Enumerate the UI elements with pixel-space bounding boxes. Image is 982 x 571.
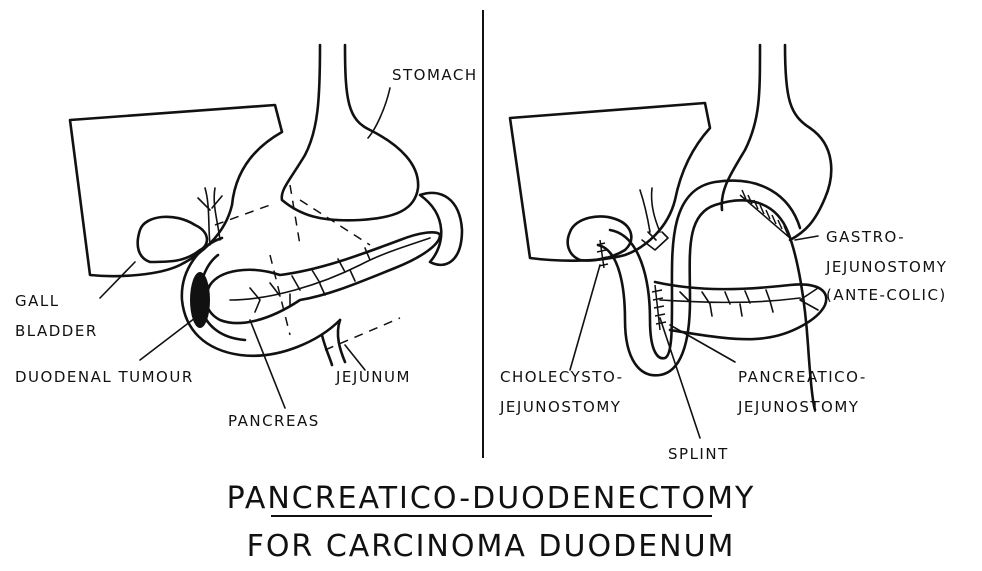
bile-duct-left xyxy=(198,188,222,245)
stomach-outline-right xyxy=(722,45,832,240)
label-duodenal-tumour: DUODENAL TUMOUR xyxy=(15,368,194,386)
pancreatic-duct-left xyxy=(230,238,430,312)
label-panc-2: JEJUNOSTOMY xyxy=(737,398,859,416)
bile-duct-right xyxy=(640,188,668,250)
resection-line-2 xyxy=(290,185,300,245)
leader-splint xyxy=(660,318,700,438)
label-chole-2: JEJUNOSTOMY xyxy=(499,398,621,416)
pancreatic-duct-right xyxy=(660,290,800,316)
label-chole-1: CHOLECYSTO- xyxy=(500,368,624,386)
label-bladder: BLADDER xyxy=(15,322,98,340)
pancreatico-jejunostomy-suture xyxy=(652,285,666,330)
cholecysto-jejunostomy-suture xyxy=(597,240,608,268)
title-line-1: PANCREATICO-DUODENECTOMY xyxy=(227,481,756,516)
leader-gall-bladder xyxy=(100,262,135,298)
leader-cholecysto xyxy=(570,265,600,370)
label-panc-1: PANCREATICO- xyxy=(738,368,867,386)
resection-line-1 xyxy=(215,205,270,225)
leader-pancreas xyxy=(250,320,285,408)
leader-gastro xyxy=(795,236,818,240)
label-gastro-3: (ANTE-COLIC) xyxy=(826,286,947,304)
label-jejunum: JEJUNUM xyxy=(335,368,411,386)
resection-line-3 xyxy=(300,200,370,245)
label-splint: SPLINT xyxy=(668,445,729,463)
leader-jejunum xyxy=(345,345,365,370)
title-line-2: FOR CARCINOMA DUODENUM xyxy=(247,529,736,564)
liver-outline-left xyxy=(70,105,282,276)
label-gastro-1: GASTRO- xyxy=(826,228,905,246)
label-stomach: STOMACH xyxy=(392,66,478,84)
label-gall: GALL xyxy=(15,292,60,310)
gall-bladder-right xyxy=(568,216,632,260)
leader-duodenal-tumour xyxy=(140,318,195,360)
label-gastro-2: JEJUNOSTOMY xyxy=(825,258,947,276)
spleen-outline xyxy=(420,193,462,265)
liver-outline-right xyxy=(510,103,710,261)
label-pancreas: PANCREAS xyxy=(228,412,320,430)
left-panel xyxy=(70,45,462,408)
